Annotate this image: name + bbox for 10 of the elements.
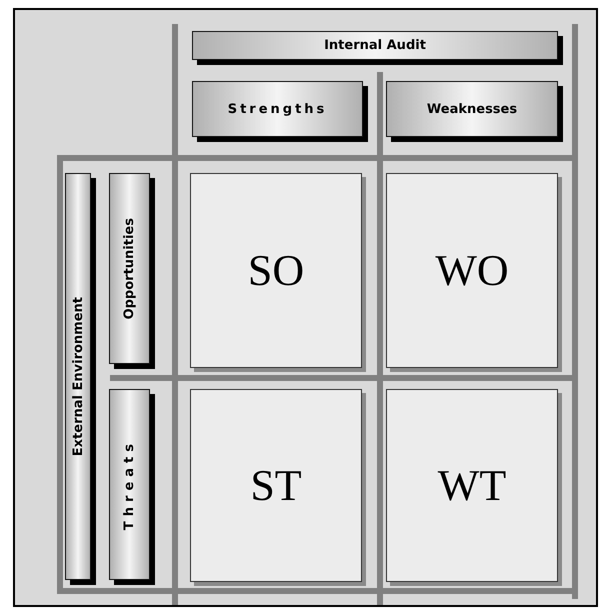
quadrant-label: WT: [438, 460, 506, 511]
heading-label: External Environment: [70, 296, 86, 456]
quadrant-label: WO: [435, 245, 509, 296]
heading-label: Opportunities: [122, 218, 137, 320]
heading-label: Weaknesses: [426, 102, 518, 116]
quadrant-label: ST: [250, 460, 302, 511]
heading-label: Threats: [122, 438, 137, 530]
heading-label: Internal Audit: [324, 38, 426, 53]
heading-label: Strengths: [228, 102, 328, 116]
quadrant-label: SO: [248, 245, 304, 296]
